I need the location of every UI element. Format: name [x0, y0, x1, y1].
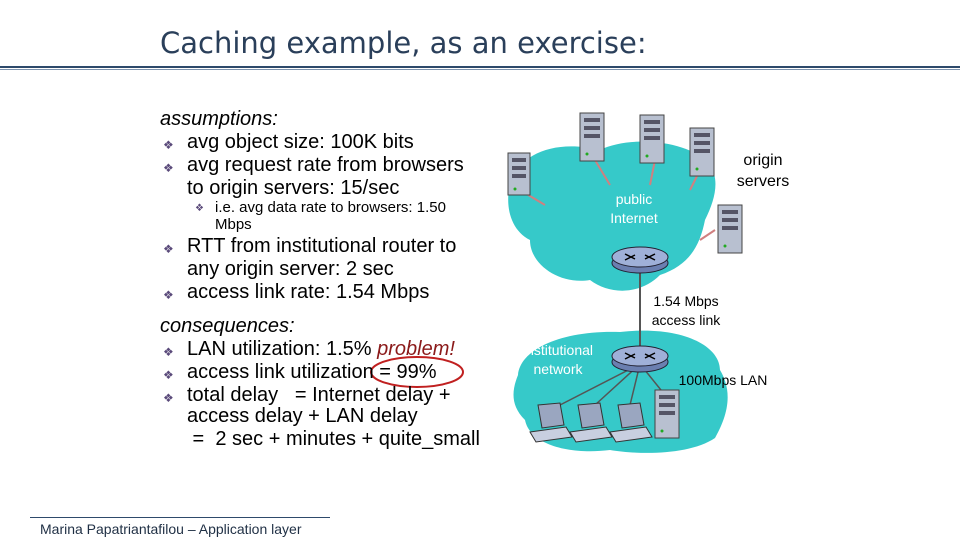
assumption-item: access link rate: 1.54 Mbps [187, 281, 430, 303]
consequences-heading: consequences: [160, 315, 295, 337]
institutional-router [611, 345, 669, 373]
footer-divider [30, 517, 330, 518]
title-divider [0, 66, 960, 68]
public-router [611, 246, 669, 274]
bullet-icon: ❖ [163, 345, 174, 359]
access-link-label: 1.54 Mbps access link [651, 293, 721, 328]
lan-utilization: LAN utilization: 1.5% problem! [187, 338, 455, 361]
assumption-item: avg request rate from browsers [187, 154, 464, 176]
bullet-icon: ❖ [163, 391, 174, 405]
workstation-2 [569, 402, 613, 443]
bullet-icon: ❖ [163, 161, 174, 175]
origin-server-4 [689, 127, 715, 177]
origin-server-1 [507, 152, 531, 196]
access-link-utilization: access link utilization = 99% [187, 361, 437, 383]
assumption-item: any origin server: 2 sec [187, 258, 394, 280]
assumption-item: to origin servers: 15/sec [187, 177, 400, 199]
institutional-cache-server [654, 389, 680, 439]
problem-label: problem! [377, 338, 455, 360]
lan-label: 100Mbps LAN [678, 372, 768, 388]
workstation-3 [609, 402, 653, 443]
total-delay-line1: total delay = Internet delay + [187, 384, 451, 406]
bullet-icon: ❖ [163, 368, 174, 382]
title-divider-secondary [0, 69, 960, 70]
slide-title: Caching example, as an exercise: [160, 26, 647, 60]
origin-server-2 [579, 112, 605, 162]
lan-utilization-text: LAN utilization: 1.5% [187, 338, 372, 360]
bullet-icon: ❖ [195, 203, 204, 214]
total-delay-line3: = 2 sec + minutes + quite_small [187, 428, 480, 450]
origin-server-5 [717, 204, 743, 254]
bullet-icon: ❖ [163, 242, 174, 256]
bullet-icon: ❖ [163, 138, 174, 152]
public-internet-label: public Internet [610, 191, 658, 226]
assumption-subitem: i.e. avg data rate to browsers: 1.50 [215, 199, 446, 216]
footer-text: Marina Papatriantafilou – Application la… [40, 521, 302, 537]
total-delay-line2: access delay + LAN delay [187, 405, 418, 427]
bullet-icon: ❖ [163, 288, 174, 302]
highlight-circle [370, 356, 464, 388]
institutional-network-label: institutional network [522, 342, 594, 377]
workstation-1 [529, 402, 573, 443]
assumption-subitem: Mbps [215, 216, 252, 233]
assumption-item: avg object size: 100K bits [187, 131, 414, 153]
assumptions-heading: assumptions: [160, 108, 278, 130]
origin-servers-label: origin servers [736, 152, 790, 190]
origin-server-3 [639, 114, 665, 164]
assumption-item: RTT from institutional router to [187, 235, 457, 257]
